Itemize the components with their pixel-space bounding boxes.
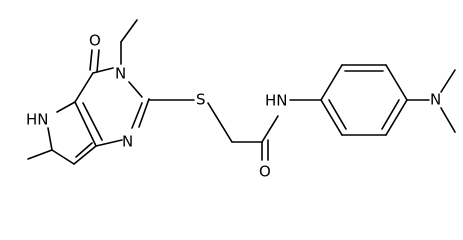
bond (381, 99, 400, 130)
bond-lines (27, 19, 456, 165)
bond (138, 98, 150, 128)
bond (89, 49, 93, 71)
bond (74, 101, 97, 147)
bond (131, 102, 143, 129)
bond (207, 102, 233, 143)
bond (440, 107, 456, 133)
bond (320, 64, 343, 101)
sulfur-label: S (196, 91, 206, 109)
bond (96, 49, 100, 73)
bond (82, 102, 103, 141)
nitrogen-amide-label: HN (265, 92, 288, 110)
nitrogen-pyrrole-label: HN (26, 111, 49, 129)
bond (27, 149, 53, 160)
bond (440, 69, 456, 93)
bond (75, 142, 93, 158)
oxygen-ketone-label: O (89, 32, 101, 50)
bond (92, 67, 114, 74)
atom-labels: O N HN N S HN O N (26, 32, 441, 181)
bond (120, 19, 138, 43)
bond (51, 149, 75, 165)
bond (128, 81, 143, 98)
nitrogen-dimethylamino-label: N (430, 91, 441, 109)
bond (320, 99, 343, 136)
bond (385, 64, 408, 101)
bond (74, 72, 94, 103)
bond (47, 127, 53, 151)
bond (385, 99, 408, 136)
nitrogen-ring-label: N (122, 133, 133, 151)
bond (73, 145, 97, 165)
nitrogen-ethyl-label: N (115, 65, 126, 83)
oxygen-amide-label: O (259, 163, 271, 181)
bond (95, 139, 123, 147)
molecule-structure-drawing: O N HN N S HN O N (26, 19, 456, 181)
bond (56, 101, 76, 113)
bond (328, 99, 347, 130)
bond (261, 115, 279, 143)
